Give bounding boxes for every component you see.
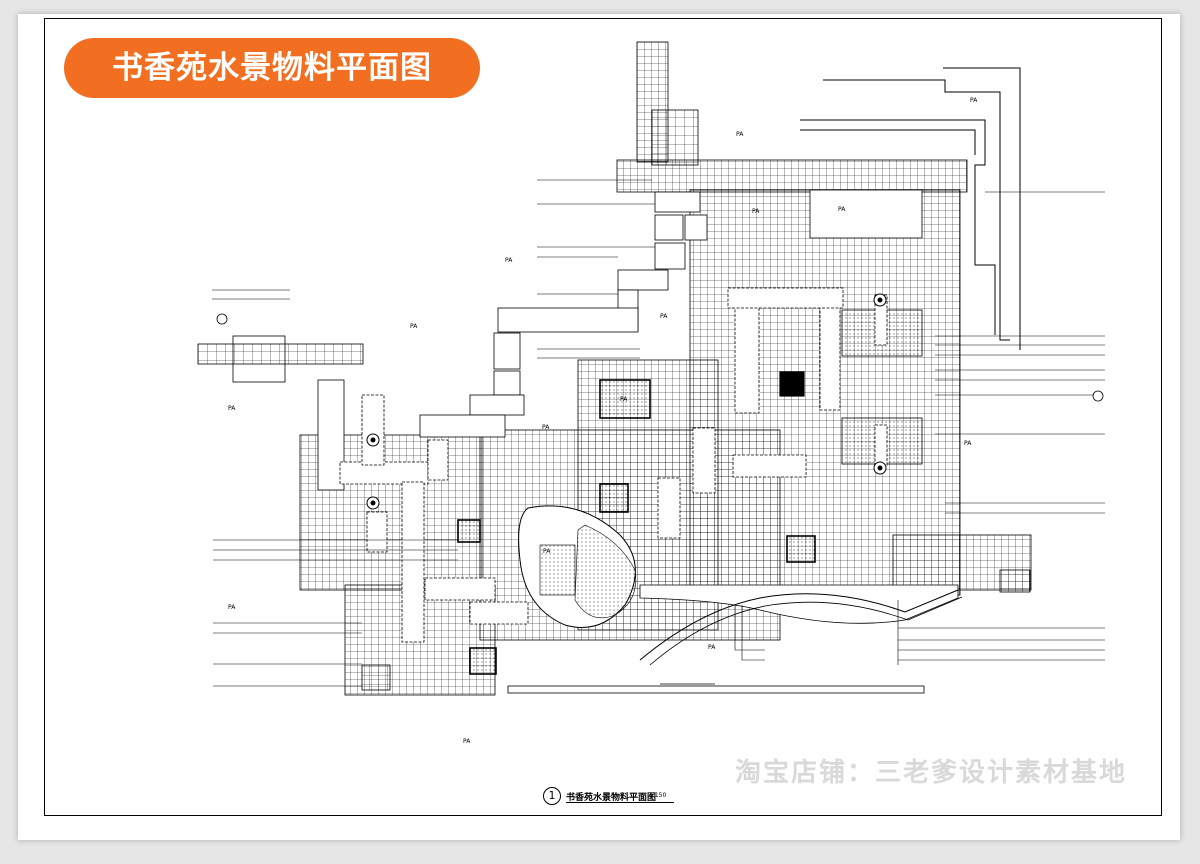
pa-label: PA [752, 208, 760, 215]
pa-label: PA [708, 644, 716, 651]
pa-label: PA [736, 131, 744, 138]
section-marker-east [1092, 390, 1104, 402]
pa-label: PA [620, 396, 628, 403]
pa-label: PA [542, 424, 550, 431]
stepping-slabs [317, 191, 708, 491]
pa-label: PA [543, 548, 551, 555]
drawing-title-badge: 书香苑水景物料平面图 [64, 38, 480, 98]
boundary-walls [800, 67, 1021, 350]
pa-label: PA [463, 738, 471, 745]
fountain-nozzles [366, 293, 887, 510]
pa-label: PA [964, 440, 972, 447]
pa-label: PA [505, 257, 513, 264]
shop-watermark: 淘宝店铺：三老爹设计素材基地 [735, 758, 1128, 788]
pa-label: PA [228, 405, 236, 412]
pergola-west [197, 313, 364, 383]
bottom-plinth [507, 683, 925, 694]
caption-title: 书香苑水景物料平面图 [566, 793, 657, 803]
pa-label: PA [410, 323, 418, 330]
caption-number: 1 [543, 787, 561, 805]
drawing-frame [44, 18, 1162, 816]
annotation-leaders [212, 179, 1105, 687]
pa-label: PA [970, 97, 978, 104]
water-channels [339, 287, 888, 643]
pa-label: PA [228, 604, 236, 611]
paving-grid-north [616, 41, 968, 193]
caption-underline [566, 802, 674, 803]
pa-label: PA [838, 206, 846, 213]
pa-label: PA [660, 313, 668, 320]
caption-scale: 1:150 [649, 792, 667, 799]
